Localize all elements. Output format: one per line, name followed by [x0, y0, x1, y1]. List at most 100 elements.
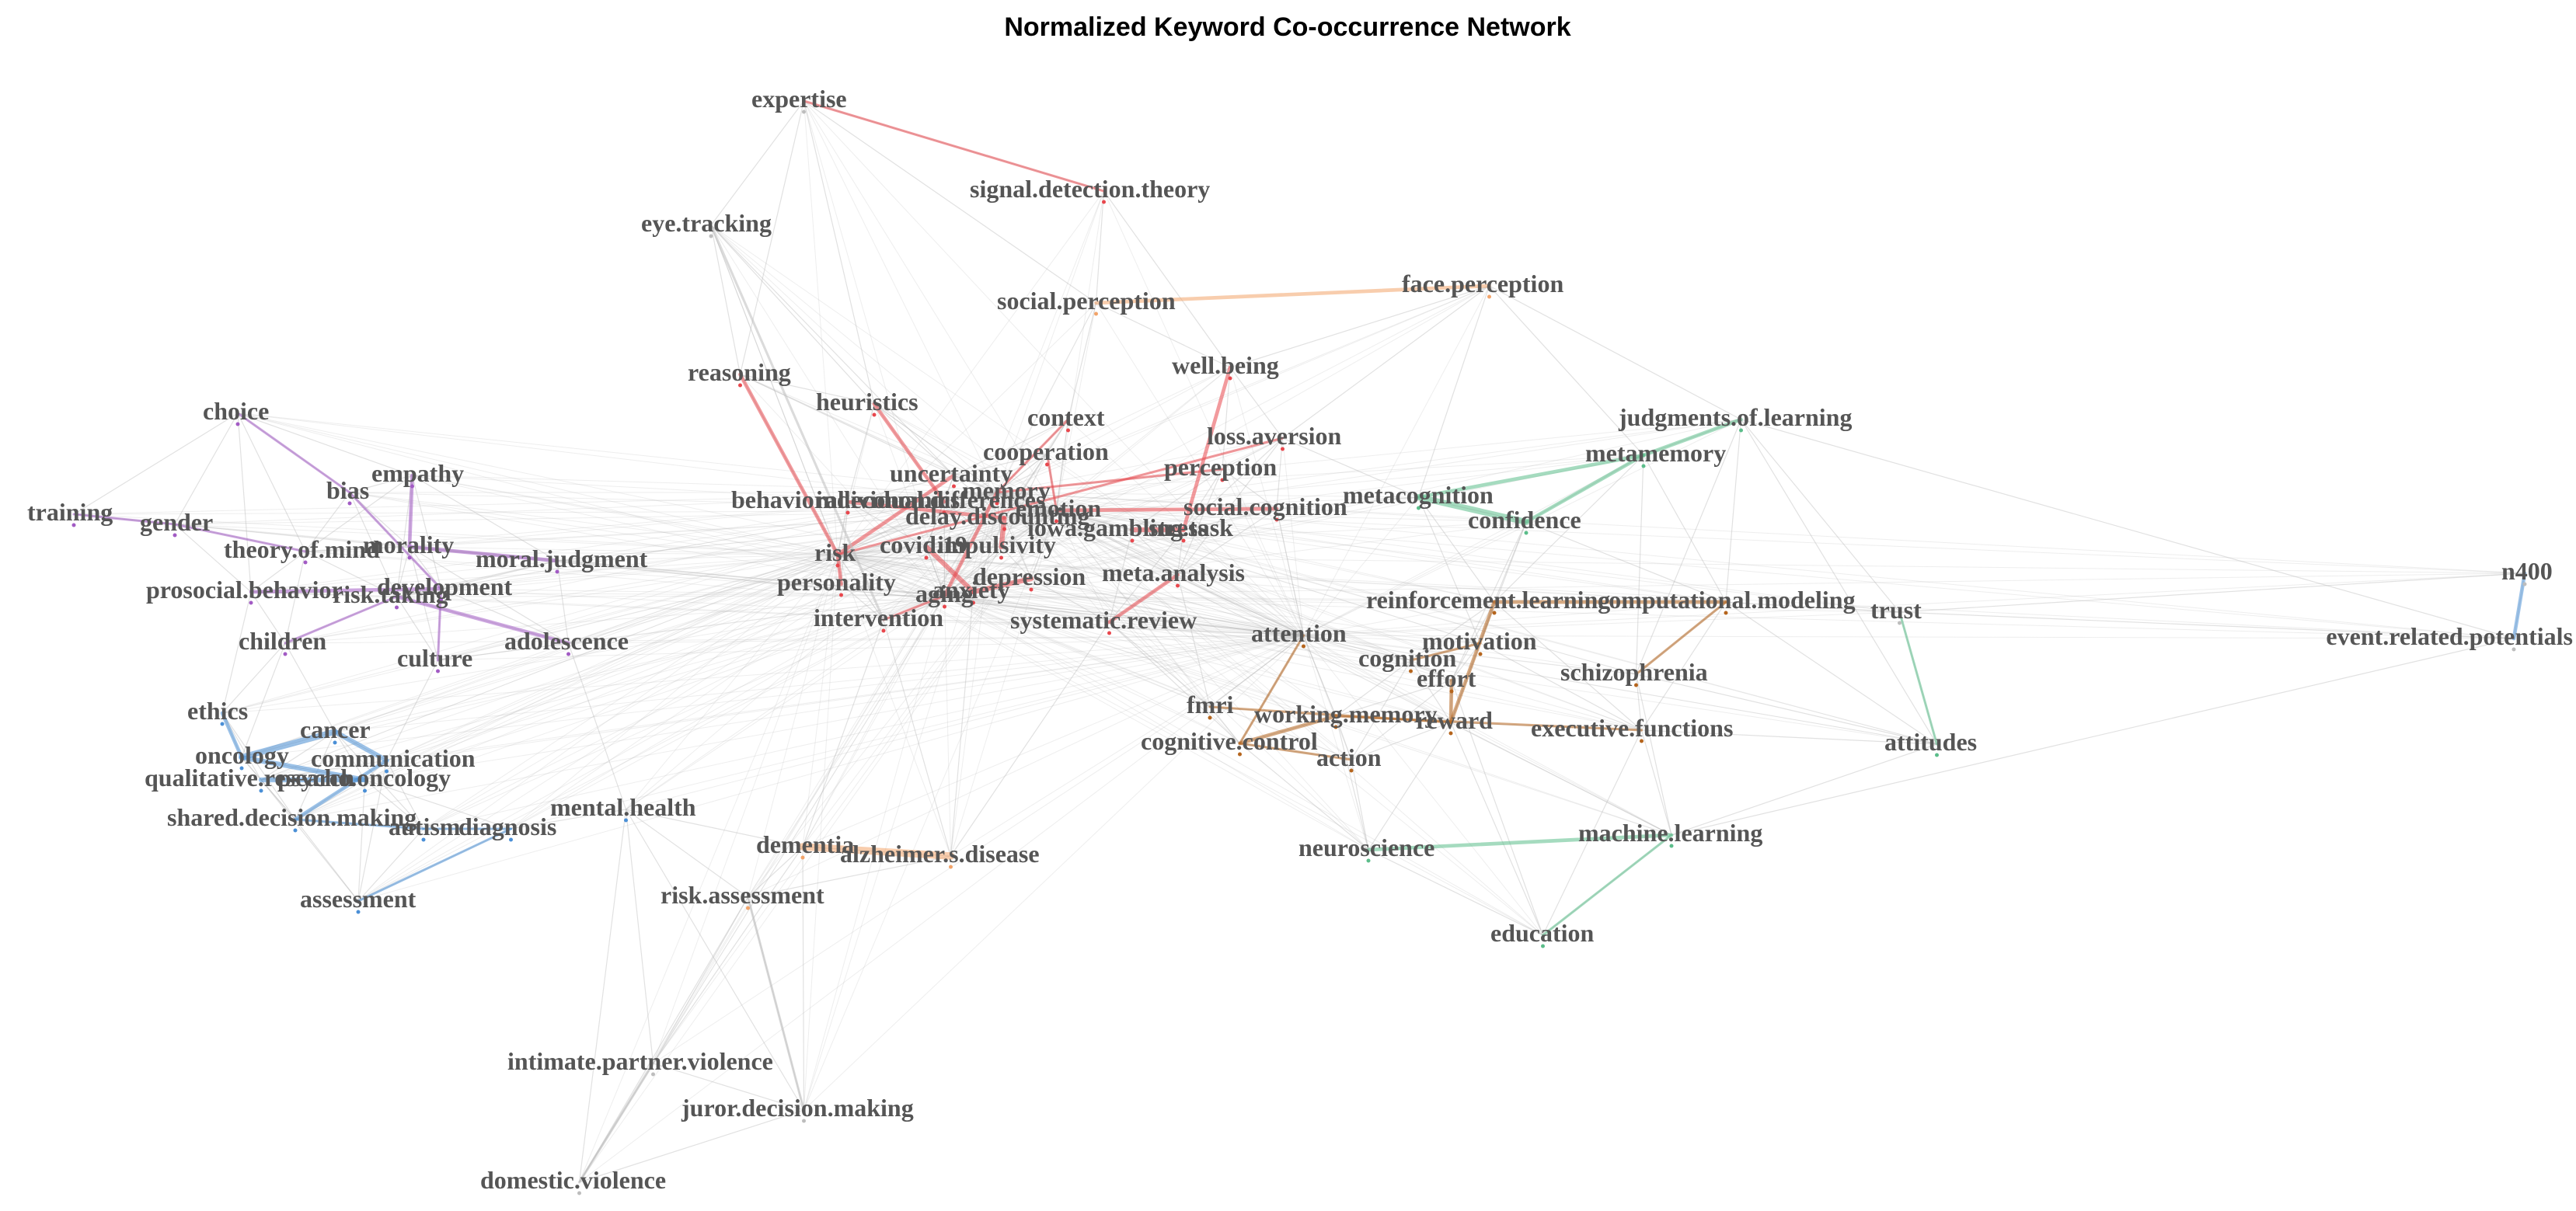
background-edge: [950, 492, 998, 857]
background-edge: [1177, 508, 1278, 576]
background-edge: [944, 529, 1184, 597]
background-edge: [1056, 510, 1240, 744]
node-reasoning: reasoning: [688, 358, 791, 388]
background-edge: [837, 554, 1481, 644]
node-marker: [220, 722, 225, 726]
background-edge: [1335, 715, 1352, 760]
node-autism: autism: [389, 813, 461, 842]
background-edge: [1183, 508, 1278, 531]
edge-adolescence-risk.taking: [395, 594, 570, 646]
background-edge: [295, 492, 998, 820]
background-edge: [873, 403, 945, 597]
edge-cognition-motivation: [1409, 642, 1482, 662]
background-edge: [1131, 529, 1178, 576]
node-intervention: intervention: [814, 604, 943, 633]
background-edge: [412, 475, 838, 555]
background-edge: [412, 475, 1057, 511]
background-edge: [837, 510, 1057, 555]
background-edge: [334, 731, 366, 781]
node-individual.differences: individual.differences: [816, 485, 1045, 515]
node-marker: [347, 501, 352, 506]
background-edge: [349, 475, 413, 493]
node-label: risk.assessment: [661, 881, 824, 909]
background-edge: [710, 224, 741, 375]
background-edge: [996, 492, 1452, 681]
background-edge: [579, 1109, 804, 1183]
background-edge: [1303, 601, 1495, 636]
background-edge: [349, 492, 945, 597]
node-choice: choice: [203, 397, 269, 426]
node-communication: communication: [311, 744, 476, 774]
background-edge: [996, 437, 1283, 493]
node-marker: [439, 597, 443, 602]
background-edge: [740, 374, 875, 405]
background-edge: [284, 551, 306, 644]
background-edge: [556, 560, 1304, 636]
background-edge: [837, 554, 1240, 744]
edge-judgments.of.learning-metamemory: [1641, 417, 1743, 458]
background-edge: [972, 546, 1002, 593]
node-domestic.violence: domestic.violence: [480, 1166, 666, 1195]
background-edge: [943, 501, 1002, 548]
background-edge: [1494, 601, 1642, 731]
background-edge: [803, 100, 875, 405]
background-edge: [386, 492, 998, 761]
background-edge: [925, 501, 945, 548]
background-edge: [1103, 190, 1304, 636]
node-effort: effort: [1417, 664, 1476, 694]
edge-machine.learning-education: [1541, 833, 1673, 937]
node-marker: [173, 533, 177, 538]
background-edge: [409, 546, 569, 644]
node-label: n400: [2501, 557, 2553, 585]
background-edge: [1056, 510, 1642, 731]
background-edge: [1176, 529, 1184, 576]
node-label: covid.19: [880, 531, 967, 559]
background-edge: [944, 453, 1047, 597]
background-edge: [953, 475, 998, 493]
background-edge: [1450, 722, 1544, 936]
background-edge: [1229, 285, 1490, 368]
background-edge: [944, 285, 1490, 597]
node-label: working.memory: [1254, 700, 1438, 728]
background-edge: [357, 554, 838, 902]
background-edge: [241, 757, 262, 781]
background-edge: [973, 492, 998, 593]
background-edge: [841, 583, 884, 621]
edge-metamemory-confidence: [1524, 453, 1646, 524]
background-edge: [1177, 574, 1304, 636]
node-marker: [1349, 768, 1354, 773]
edge-gender-theory.of.mind: [173, 523, 307, 553]
background-edge: [841, 583, 945, 597]
background-edge: [1030, 578, 1304, 636]
node-marker: [802, 110, 806, 114]
background-edge: [837, 492, 998, 555]
background-edge: [1183, 437, 1283, 531]
background-edge: [944, 595, 1369, 851]
background-edge: [284, 595, 945, 644]
node-label: motivation: [1422, 627, 1537, 655]
background-edge: [1641, 729, 1937, 745]
edge-expertise-signal.detection.theory: [802, 99, 1106, 193]
background-edge: [950, 621, 1110, 857]
node-label: eye.tracking: [641, 209, 772, 237]
node-label: machine.learning: [1578, 819, 1762, 847]
background-edge: [944, 595, 1452, 723]
background-edge: [803, 100, 1304, 636]
background-edge: [626, 492, 998, 810]
background-edge: [357, 635, 1304, 902]
background-edge: [1302, 635, 1337, 717]
background-edge: [437, 595, 945, 661]
node-risk.taking: risk.taking: [333, 580, 448, 610]
background-edge: [996, 367, 1231, 493]
background-edge: [1056, 510, 1672, 836]
background-edge: [1056, 510, 1481, 644]
background-edge: [626, 554, 838, 810]
background-edge: [1109, 621, 1304, 636]
node-marker: [1333, 725, 1338, 729]
node-marker: [1045, 462, 1049, 467]
node-risk.assessment: risk.assessment: [661, 881, 824, 910]
background-edge: [996, 453, 1047, 493]
background-edge: [1056, 510, 1727, 603]
background-edge: [1303, 635, 1481, 644]
background-edge: [1056, 510, 1304, 636]
